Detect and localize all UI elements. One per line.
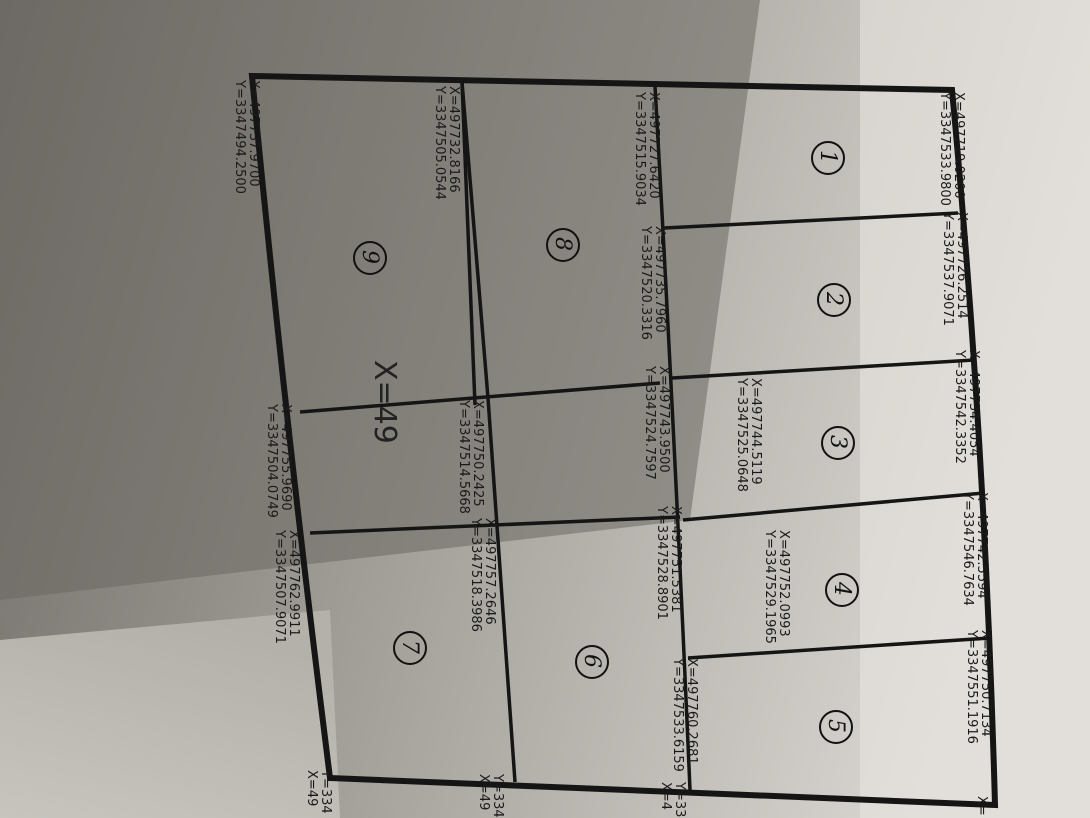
coord-label-2: X=497726.2514 Y=3347537.9071	[940, 211, 969, 326]
cross-divider-1	[299, 381, 661, 414]
coord-x: X=497737.9700	[246, 80, 261, 187]
coord-y: Y=3347529.1965	[762, 529, 777, 644]
coord-x: X=497752.0993	[776, 530, 791, 637]
coord-label-5: X=497750.7134 Y=3347551.1916	[964, 629, 993, 744]
edge-fragment-2: Y=334 X=49	[476, 773, 505, 818]
parcel-8: 8	[546, 228, 580, 262]
coord-y: Y=3347505.0544	[432, 85, 447, 200]
coord-x: X=497726.2514	[954, 212, 969, 319]
fragment-text: X=4	[658, 782, 673, 810]
right-divider-3	[682, 491, 985, 522]
row-divider-top-right	[486, 397, 517, 783]
coord-y: Y=3347514.5668	[456, 399, 471, 514]
fragment-text: Y=334	[318, 769, 333, 814]
parcel-label: 6	[579, 654, 604, 668]
coord-y: Y=3347524.7597	[642, 365, 657, 480]
coord-x: X=497750.2425	[470, 400, 485, 507]
coord-label-9: X=497735.7960 Y=3347520.3316	[638, 225, 667, 340]
parcel-4: 4	[825, 573, 859, 607]
axis-label: X=49	[367, 360, 402, 444]
parcel-1: 1	[811, 141, 845, 175]
coord-label-1: X=497719.0200 Y=3347533.9800	[937, 91, 966, 206]
coord-x: X=497727.6420	[646, 92, 661, 199]
coord-label-10: X=497744.5119 Y=3347525.0648	[734, 377, 763, 492]
parcel-label: 7	[397, 640, 422, 654]
right-divider-1	[663, 211, 959, 230]
coord-x: X=497760.2681	[684, 658, 699, 765]
coord-label-6: X=497737.9700 Y=3347494.2500	[232, 79, 261, 194]
coord-y: Y=3347542.3352	[952, 349, 967, 464]
outer-boundary	[248, 72, 999, 809]
parcel-label: 8	[550, 237, 575, 251]
coord-x: X=497742.5594	[974, 492, 989, 599]
coord-y: Y=3347525.0648	[734, 377, 749, 492]
parcel-2: 2	[817, 283, 851, 317]
coord-label-17: X=497762.9911 Y=3347507.9071	[272, 529, 301, 644]
coord-y: Y=3347528.8901	[654, 505, 669, 620]
cross-divider-upper-left	[460, 81, 477, 406]
parcel-label: 5	[823, 719, 848, 733]
coord-x: X=497757.2646	[482, 518, 497, 625]
coord-x: X=497743.9500	[656, 366, 671, 473]
fragment-text: Y=33	[672, 781, 687, 817]
coord-label-16: X=497757.2646 Y=3347518.3986	[468, 517, 497, 632]
row-divider-top	[460, 81, 490, 399]
coord-x: X=497750.7134	[978, 630, 993, 737]
fragment-text: Y=334	[490, 773, 505, 818]
right-divider-2	[671, 358, 975, 380]
fragment-text: X=	[974, 796, 989, 816]
coord-label-8: X=497727.6420 Y=3347515.9034	[632, 91, 661, 206]
parcel-9: 9	[353, 241, 387, 275]
edge-fragment-4: X=	[974, 796, 989, 816]
parcel-label: 2	[821, 291, 846, 306]
parcel-7: 7	[393, 631, 427, 665]
right-divider-4	[687, 636, 991, 660]
cross-divider-2	[309, 515, 681, 535]
coord-y: Y=3347551.1916	[964, 629, 979, 744]
coord-y: Y=3347537.9071	[940, 211, 955, 326]
coord-x: X=497732.8166	[446, 86, 461, 193]
coord-label-7: X=497732.8166 Y=3347505.0544	[432, 85, 461, 200]
parcel-5: 5	[819, 710, 853, 744]
coord-label-11: X=497743.9500 Y=3347524.7597	[642, 365, 671, 480]
coord-y: Y=3347546.7634	[960, 491, 975, 606]
coord-y: Y=3347533.9800	[937, 91, 952, 206]
fragment-text: X=49	[304, 770, 319, 806]
parcel-label: 1	[815, 150, 840, 164]
edge-fragment-3: Y=33 X=4	[658, 781, 687, 817]
coord-label-4: X=497742.5594 Y=3347546.7634	[960, 491, 989, 606]
coord-label-3: X=497734.4054 Y=3347542.3352	[952, 349, 981, 464]
coord-y: Y=3347504.0749	[264, 403, 279, 518]
coord-y: Y=3347507.9071	[272, 529, 287, 644]
parcel-6: 6	[575, 645, 609, 679]
coord-x: X=497735.7960	[652, 226, 667, 333]
parcel-3: 3	[821, 426, 855, 460]
coord-x: X=497755.9690	[278, 404, 293, 511]
light-patch	[0, 610, 340, 818]
coord-label-15: X=497751.5381 Y=3347528.8901	[654, 505, 683, 620]
fragment-text: X=49	[476, 774, 491, 810]
coord-x: X=497734.4054	[966, 350, 981, 457]
coord-x: X=497751.5381	[668, 506, 683, 613]
coord-x: X=497744.5119	[748, 378, 763, 485]
coord-y: Y=3347520.3316	[638, 225, 653, 340]
coord-x: X=497719.0200	[951, 92, 966, 199]
coord-y: Y=3347518.3986	[468, 517, 483, 632]
shadow-area	[0, 0, 760, 600]
coord-label-14: X=497752.0993 Y=3347529.1965	[762, 529, 791, 644]
parcel-label: 4	[829, 581, 854, 596]
edge-fragment-1: Y=334 X=49	[304, 769, 333, 814]
coord-label-13: X=497755.9690 Y=3347504.0749	[264, 403, 293, 518]
parcel-label: 3	[825, 435, 850, 449]
parcel-label: 9	[357, 250, 382, 264]
coord-y: Y=3347515.9034	[632, 91, 647, 206]
coord-x: X=497762.9911	[286, 530, 301, 637]
coord-y: Y=3347533.6159	[670, 657, 685, 772]
center-divider	[653, 85, 692, 791]
coord-label-18: X=497760.2681 Y=3347533.6159	[670, 657, 699, 772]
coord-label-12: X=497750.2425 Y=3347514.5668	[456, 399, 485, 514]
coord-y: Y=3347494.2500	[232, 79, 247, 194]
